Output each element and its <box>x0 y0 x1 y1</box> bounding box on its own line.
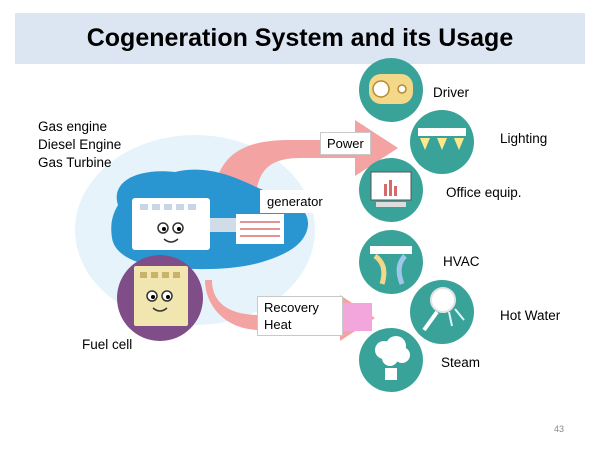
lighting-icon <box>410 110 474 174</box>
use-label-hot-water: Hot Water <box>500 308 561 323</box>
slide-title: Cogeneration System and its Usage <box>86 24 514 52</box>
use-label-lighting: Lighting <box>500 131 548 146</box>
fuel-cell-icon <box>117 255 203 341</box>
recovery-heat-label-line1: Recovery <box>264 300 319 315</box>
fuel-cell-label: Fuel cell <box>82 337 133 352</box>
use-label-office-equip: Office equip. <box>446 185 522 200</box>
recovery-heat-label-line2: Heat <box>264 317 292 332</box>
driver-icon <box>359 58 423 122</box>
title-bar: Cogeneration System and its Usage <box>15 13 585 64</box>
use-label-hvac: HVAC <box>443 254 480 269</box>
steam-icon <box>359 328 423 392</box>
engine-type-gas-engine: Gas engine <box>38 119 108 134</box>
engine-types-label: Gas engine Diesel Engine Gas Turbine <box>38 118 121 172</box>
hvac-icon <box>359 230 423 294</box>
power-box: Power <box>320 132 371 155</box>
engine-icon <box>132 198 284 250</box>
office-equip-icon <box>359 158 423 222</box>
hot-water-icon <box>410 280 474 344</box>
engine-type-gas-turbine: Gas Turbine <box>38 155 112 170</box>
page-number: 43 <box>553 424 564 434</box>
generator-box: generator <box>260 190 344 213</box>
use-label-driver: Driver <box>433 85 469 100</box>
recovery-heat-box: Recovery Heat <box>257 296 343 336</box>
engine-type-diesel-engine: Diesel Engine <box>38 137 122 152</box>
use-label-steam: Steam <box>441 355 481 370</box>
